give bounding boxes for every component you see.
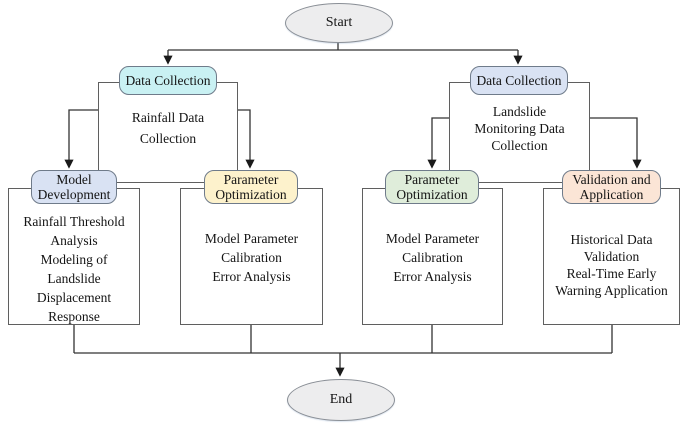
parameter-optimization-right-text: Model Parameter Calibration Error Analys…	[385, 231, 480, 284]
parameter-optimization-right-box: Model Parameter Calibration Error Analys…	[362, 188, 503, 325]
parameter-optimization-left-box: Model Parameter Calibration Error Analys…	[180, 188, 323, 325]
parameter-optimization-right-tag: Parameter Optimization	[385, 170, 479, 204]
arrow-to-model-development	[64, 109, 99, 169]
model-development-box: Rainfall Threshold Analysis Modeling of …	[8, 188, 140, 325]
validation-application-tag: Validation and Application	[562, 170, 661, 204]
landslide-monitoring-data-collection-text: Landslide Monitoring Data Collection	[474, 104, 565, 153]
parameter-optimization-left-text: Model Parameter Calibration Error Analys…	[204, 231, 299, 284]
validation-application-text: Historical Data Validation Real-Time Ear…	[555, 232, 668, 298]
validation-application-box: Historical Data Validation Real-Time Ear…	[543, 188, 680, 325]
arrow-to-parameter-optimization-right	[427, 117, 450, 169]
model-development-text: Rainfall Threshold Analysis Modeling of …	[23, 214, 125, 324]
rainfall-data-collection-tag: Data Collection	[119, 66, 217, 95]
arrow-to-parameter-optimization-left	[237, 109, 255, 169]
end-label: End	[329, 392, 353, 407]
end-node: End	[287, 379, 395, 421]
start-node: Start	[285, 3, 393, 43]
start-label: Start	[325, 15, 353, 30]
landslide-monitoring-data-collection-box: Landslide Monitoring Data Collection	[449, 82, 590, 183]
parameter-optimization-left-tag: Parameter Optimization	[204, 170, 298, 204]
arrow-to-validation-application	[589, 117, 642, 169]
rainfall-data-collection-text: Rainfall Data Collection	[131, 110, 205, 146]
landslide-data-collection-tag: Data Collection	[470, 66, 568, 95]
model-development-tag: Model Development	[31, 170, 117, 204]
rainfall-data-collection-box: Rainfall Data Collection	[98, 82, 238, 183]
